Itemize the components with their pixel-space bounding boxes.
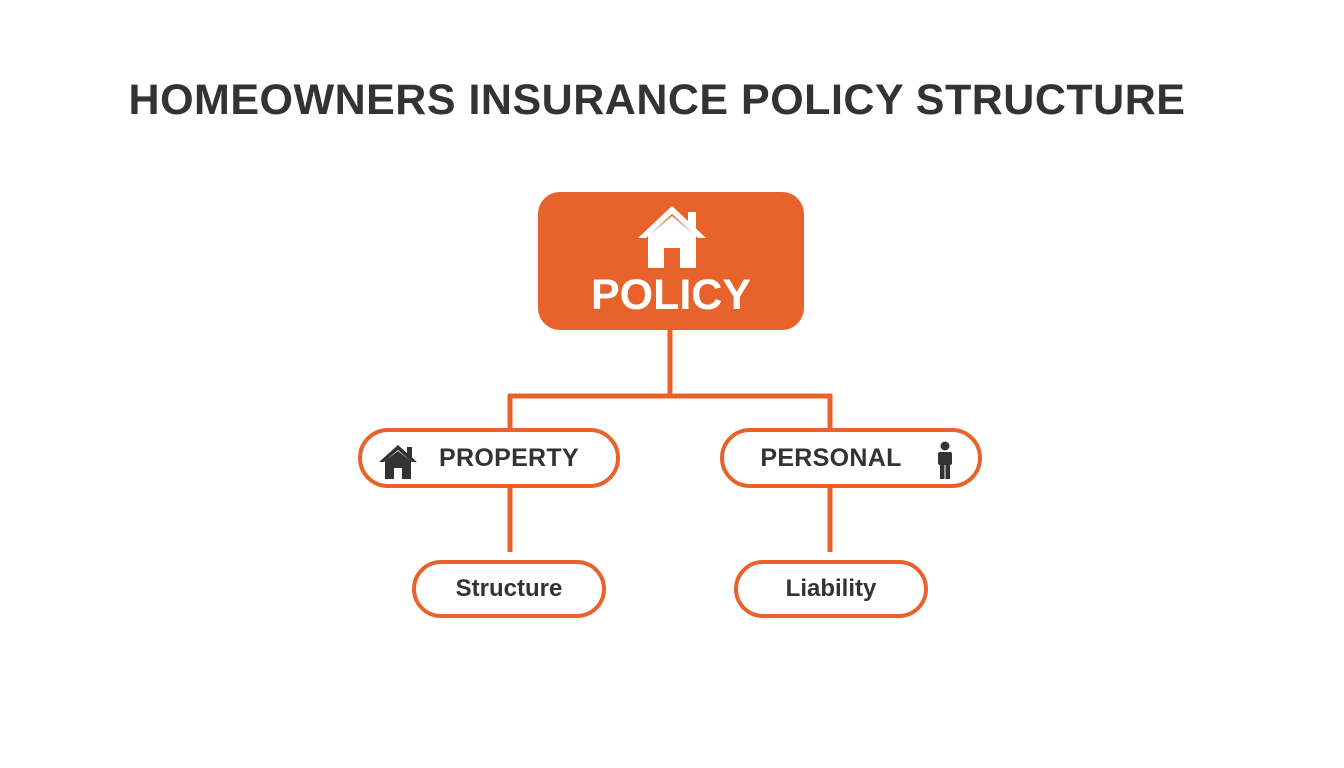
structure-subitem-node: Structure — [412, 560, 606, 618]
policy-label: POLICY — [590, 271, 752, 319]
liability-subitem-node: Liability — [734, 560, 928, 618]
personal-label: PERSONAL — [760, 443, 902, 472]
property-label: PROPERTY — [439, 443, 579, 472]
property-category-node: PROPERTY — [358, 428, 620, 488]
house-icon — [638, 206, 706, 268]
person-icon — [938, 441, 952, 479]
house-icon — [379, 445, 417, 479]
diagram-title: HOMEOWNERS INSURANCE POLICY STRUCTURE — [128, 76, 1186, 124]
structure-label: Structure — [455, 575, 563, 602]
policy-root-node: POLICY — [538, 192, 804, 330]
liability-label: Liability — [785, 575, 877, 602]
personal-category-node: PERSONAL — [720, 428, 982, 488]
